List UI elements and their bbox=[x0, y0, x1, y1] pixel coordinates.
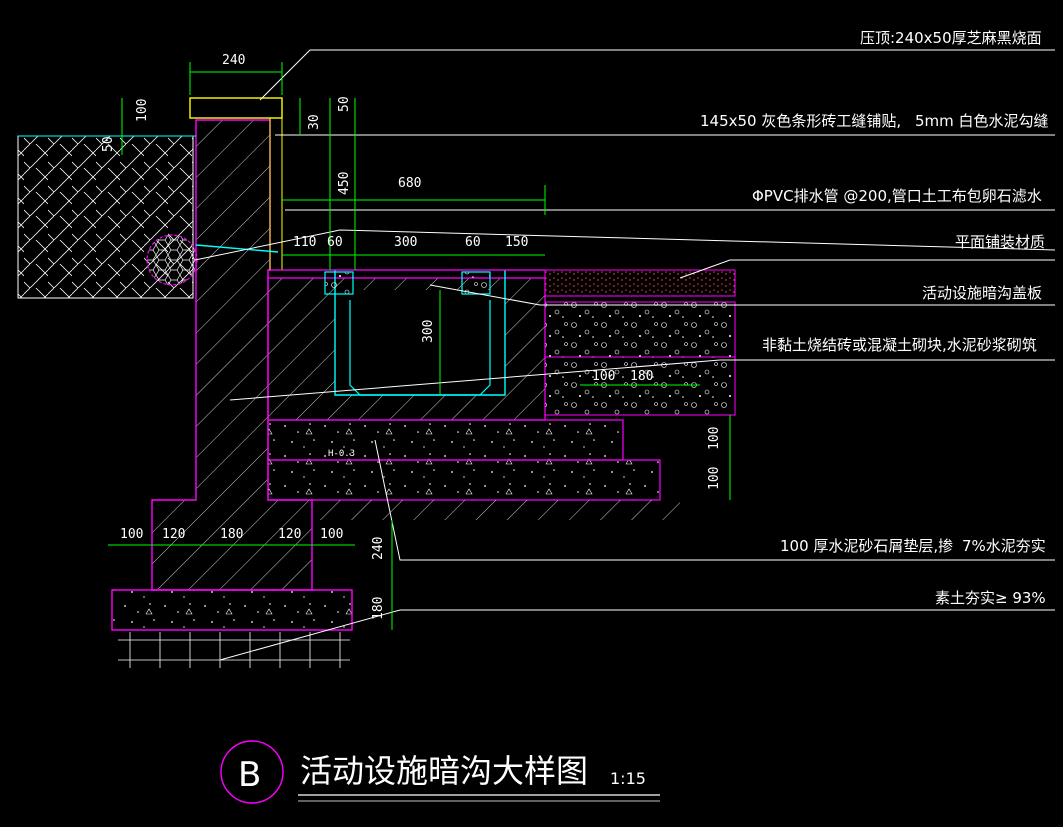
dim-seg-110: 110 bbox=[293, 235, 316, 250]
dim-seg-60a: 60 bbox=[327, 235, 343, 250]
section-mark: B bbox=[238, 755, 261, 795]
dim-r100b: 100 bbox=[707, 467, 722, 490]
paving-surface bbox=[544, 269, 736, 297]
paving-base bbox=[544, 301, 736, 358]
dim-foot-120a: 120 bbox=[162, 527, 185, 542]
note-brick: 145x50 灰色条形砖工缝铺贴, bbox=[700, 112, 901, 130]
channel-trench bbox=[335, 290, 505, 395]
dim-seg-60b: 60 bbox=[465, 235, 481, 250]
wall-facing bbox=[269, 117, 283, 271]
dim-f180: 180 bbox=[371, 597, 386, 620]
leader-lines bbox=[194, 49, 1056, 661]
channel-inner bbox=[349, 300, 491, 396]
compacted-soil bbox=[118, 632, 350, 668]
note-joint: 5mm 白色水泥勾缝 bbox=[915, 112, 1049, 130]
dim-w680: 680 bbox=[398, 176, 421, 191]
note-pvc-pipe: ΦPVC排水管 @200,管口土工布包卵石滤水 bbox=[752, 187, 1042, 205]
dim-foot-100b: 100 bbox=[320, 527, 343, 542]
note-cement: 7%水泥夯实 bbox=[962, 537, 1046, 555]
cover-support-left bbox=[324, 271, 354, 295]
note-cushion: 100 厚水泥砂石屑垫层,掺 bbox=[780, 537, 953, 555]
soil-below bbox=[312, 500, 680, 520]
note-paving: 平面铺装材质 bbox=[955, 233, 1045, 251]
note-coping: 压顶:240x50厚芝麻黑烧面 bbox=[860, 29, 1042, 47]
gravel-filter bbox=[146, 234, 198, 286]
dim-cap-height: 100 bbox=[135, 99, 150, 122]
note-cover: 活动设施暗沟盖板 bbox=[922, 284, 1042, 302]
wall-cap bbox=[189, 97, 283, 119]
dim-foot-120b: 120 bbox=[278, 527, 301, 542]
cover-support-right bbox=[461, 271, 491, 295]
dim-foot-100a: 100 bbox=[120, 527, 143, 542]
dim-b180: 180 bbox=[630, 369, 653, 384]
section-mark-circle bbox=[220, 740, 284, 804]
note-soil: 素土夯实≥ 93% bbox=[935, 589, 1046, 607]
dim-foot-180: 180 bbox=[220, 527, 243, 542]
dim-cap-width: 240 bbox=[222, 53, 245, 68]
dim-b100: 100 bbox=[592, 369, 615, 384]
dim-wall-offset: 50 bbox=[101, 136, 116, 152]
dim-seg-150: 150 bbox=[505, 235, 528, 250]
footing bbox=[111, 589, 353, 631]
dim-depth-300: 300 bbox=[421, 320, 436, 343]
drawing-title: 活动设施暗沟大样图 bbox=[300, 752, 588, 790]
dim-f240: 240 bbox=[371, 537, 386, 560]
dim-slope: H-0.3 bbox=[328, 449, 355, 459]
paving-subbase bbox=[544, 356, 736, 416]
dim-r100: 100 bbox=[707, 427, 722, 450]
drawing-scale: 1:15 bbox=[610, 769, 646, 788]
dim-seg-300: 300 bbox=[394, 235, 417, 250]
pvc-pipe bbox=[195, 244, 279, 253]
dim-h50: 50 bbox=[337, 96, 352, 112]
concrete-slab bbox=[267, 419, 624, 461]
note-masonry: 非黏土烧结砖或混凝土砌块,水泥砂浆砌筑 bbox=[762, 336, 1037, 354]
dimension-lines bbox=[108, 62, 731, 630]
dim-h450: 450 bbox=[337, 172, 352, 195]
dim-h30: 30 bbox=[307, 114, 322, 130]
cushion-layer bbox=[267, 459, 661, 501]
